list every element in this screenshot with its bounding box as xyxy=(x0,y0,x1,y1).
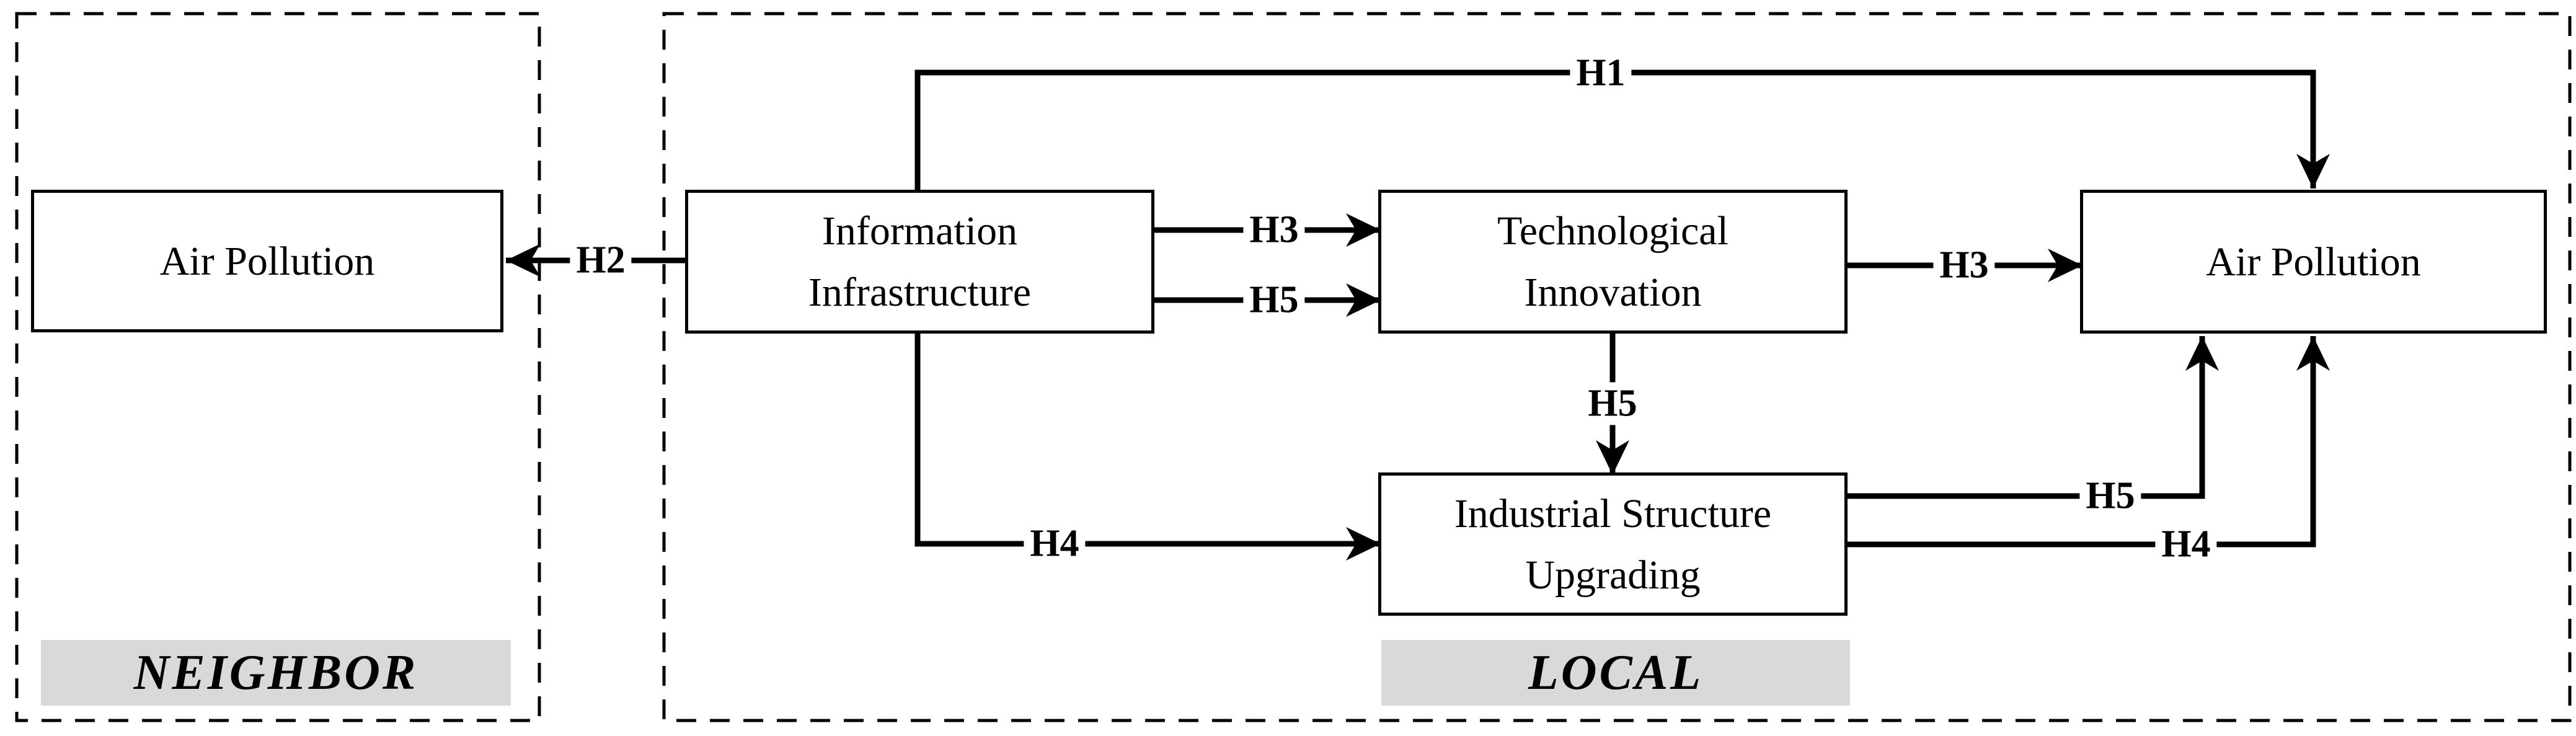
edge-h5c-line xyxy=(1846,336,2219,499)
local-region-border xyxy=(662,12,2572,722)
edge-label-h5-innovation-industrial: H5 xyxy=(1582,382,1644,425)
node-industrial-structure-upgrading: Industrial Structure Upgrading xyxy=(1378,472,1848,616)
node-air-pollution-neighbor: Air Pollution xyxy=(31,190,503,332)
region-label-local: LOCAL xyxy=(1381,640,1850,706)
edge-label-h3-innovation-pollution: H3 xyxy=(1933,244,1995,287)
neighbor-region-border xyxy=(15,12,541,722)
edge-label-h5-industrial-pollution: H5 xyxy=(2079,474,2141,518)
node-information-infrastructure: Information Infrastructure xyxy=(685,190,1154,334)
edge-label-h2: H2 xyxy=(570,239,632,282)
node-air-pollution-local: Air Pollution xyxy=(2080,190,2547,334)
edge-h4b-line xyxy=(1846,336,2330,548)
edge-label-h5-infra-innovation: H5 xyxy=(1243,278,1305,322)
edge-label-h1: H1 xyxy=(1570,51,1632,95)
edge-label-h4-industrial-pollution: H4 xyxy=(2155,523,2217,566)
edge-h4a-line xyxy=(914,334,1381,561)
region-label-neighbor: NEIGHBOR xyxy=(41,640,511,706)
edge-label-h4-infra-industrial: H4 xyxy=(1024,522,1086,565)
edge-label-h3-infra-innovation: H3 xyxy=(1243,208,1305,252)
node-technological-innovation: Technological Innovation xyxy=(1378,190,1848,334)
